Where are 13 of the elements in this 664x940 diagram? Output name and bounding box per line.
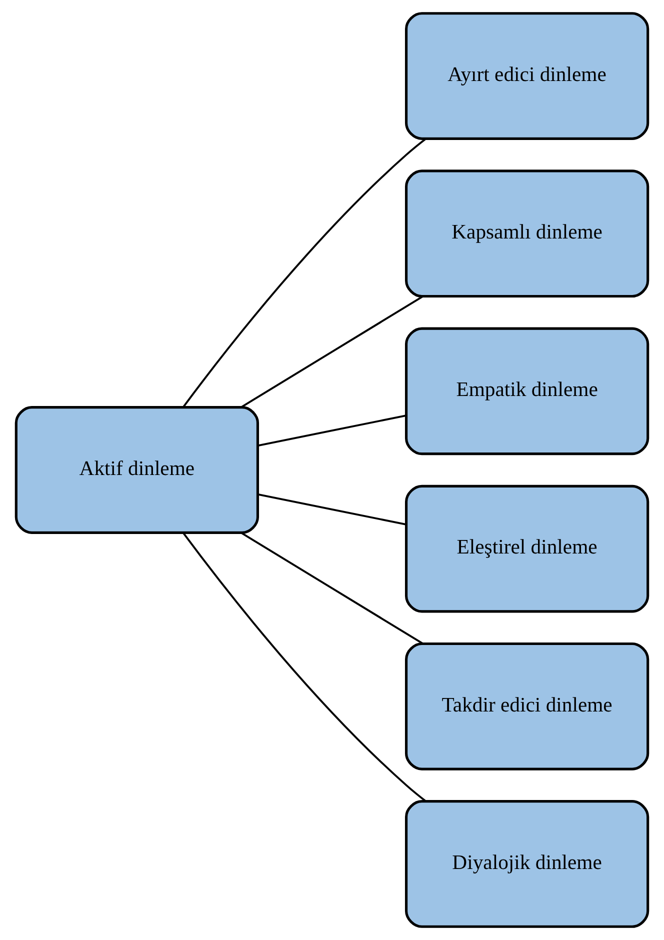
connector — [182, 138, 426, 408]
node-box: Diyalojik dinleme — [404, 800, 650, 928]
node-box: Empatik dinleme — [404, 327, 650, 456]
connector — [240, 532, 424, 644]
node-box: Aktif dinleme — [14, 406, 260, 534]
node-box: Takdir edici dinleme — [404, 642, 650, 770]
node-box: Eleştirel dinleme — [404, 484, 650, 613]
connector — [258, 493, 406, 526]
connector — [240, 296, 424, 408]
node-box: Kapsamlı dinleme — [404, 170, 650, 298]
node-box: Ayırt edici dinleme — [404, 12, 650, 140]
connector — [258, 414, 406, 447]
connector — [182, 532, 426, 802]
